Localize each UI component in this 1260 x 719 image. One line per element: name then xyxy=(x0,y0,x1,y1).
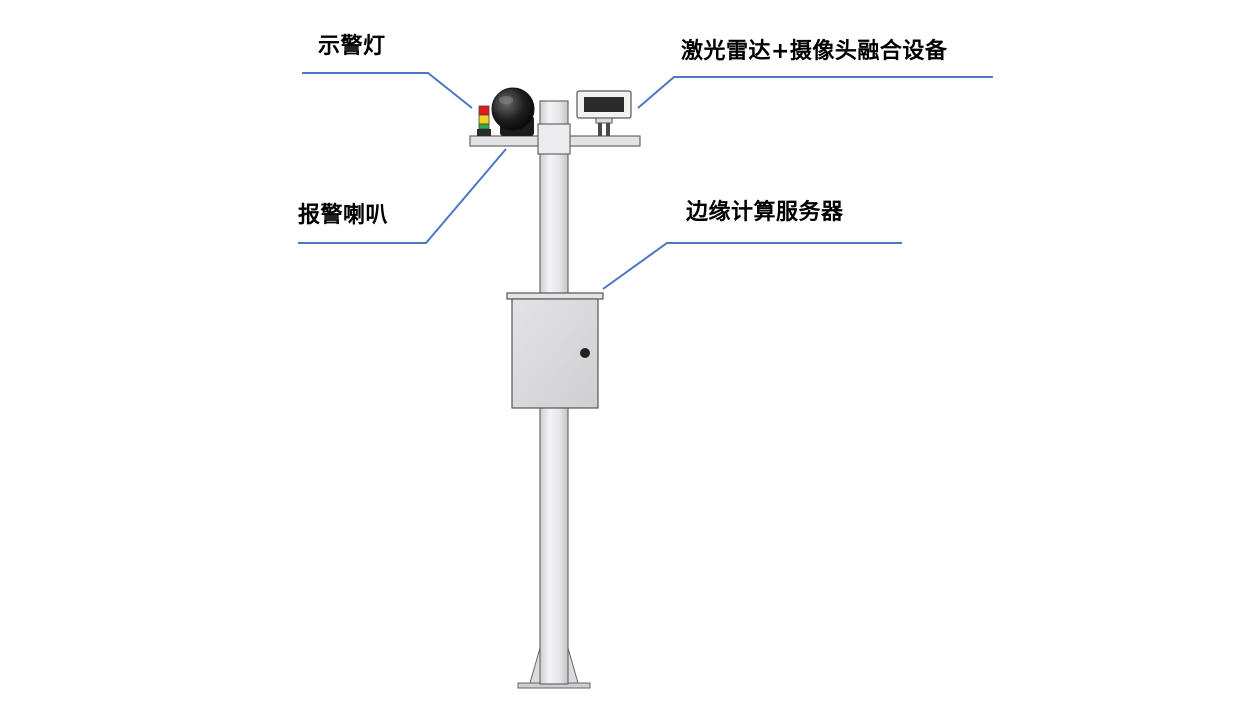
edge-server-cabinet xyxy=(506,292,604,409)
main-pole xyxy=(539,137,569,685)
leader-line-edge-server xyxy=(602,242,902,290)
lidar-camera-device xyxy=(576,90,632,136)
warning-light-device xyxy=(477,105,491,136)
pole-top xyxy=(539,100,569,126)
crossarm xyxy=(469,123,641,155)
leader-line-warning-light xyxy=(302,72,473,109)
cabinet-lock-knob xyxy=(580,348,590,358)
warning-light-yellow xyxy=(478,114,490,125)
leader-line-lidar xyxy=(637,76,993,109)
leader-lines xyxy=(298,72,993,290)
label-edge-server: 边缘计算服务器 xyxy=(686,200,844,225)
label-warning-light: 示警灯 xyxy=(318,34,386,59)
alarm-horn-device xyxy=(491,87,535,136)
label-alarm-horn: 报警喇叭 xyxy=(298,203,389,228)
leader-line-alarm-horn xyxy=(298,148,507,244)
warning-light-red xyxy=(478,105,490,116)
warning-light-green xyxy=(478,123,490,130)
label-lidar-camera-fusion: 激光雷达+摄像头融合设备 xyxy=(681,39,948,64)
